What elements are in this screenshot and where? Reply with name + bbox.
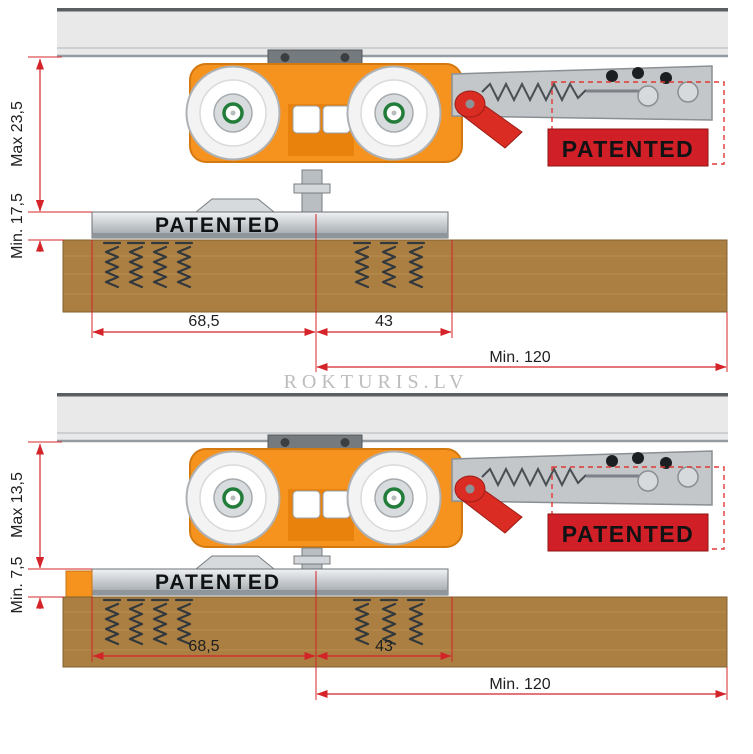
dim-min120-label: Min. 120 <box>489 676 550 693</box>
dim-68-label: 68,5 <box>188 313 219 330</box>
plate-patented-label: PATENTED <box>155 214 281 237</box>
vertical-dimensions: Max 23,5 Min. 17,5 <box>9 56 92 259</box>
vertical-dimensions: Max 13,5 Min. 7,5 <box>9 441 92 613</box>
roller-mechanism <box>57 393 728 551</box>
dim-max-label: Max 23,5 <box>9 101 26 167</box>
door-mounting-plate: PATENTED <box>91 198 449 239</box>
door-mounting-plate: PATENTED <box>91 555 449 596</box>
dim-43-label: 43 <box>375 313 393 330</box>
dim-68-label: 68,5 <box>188 638 219 655</box>
dim-min-label: Min. 7,5 <box>9 556 26 613</box>
horizontal-dimensions: 68,5 43 Min. 120 <box>91 214 728 372</box>
adjuster-spindle <box>293 169 331 215</box>
dim-min-label: Min. 17,5 <box>9 193 26 259</box>
spacer-shim <box>65 570 93 598</box>
adjuster-spindle <box>293 547 331 571</box>
lower-assembly-diagram: PATENTED Max 13,5 Min. 7,5 <box>9 393 728 700</box>
plate-patented-label: PATENTED <box>155 571 281 594</box>
dim-max-label: Max 13,5 <box>9 472 26 538</box>
roller-mechanism <box>57 8 728 166</box>
dim-min120-label: Min. 120 <box>489 349 550 366</box>
dim-43-label: 43 <box>375 638 393 655</box>
watermark: ROKTURIS.LV <box>284 371 469 393</box>
upper-assembly-diagram: PATENTED Max 23,5 Min. 17,5 <box>9 8 728 372</box>
horizontal-dimensions: 68,5 43 Min. 120 <box>91 571 728 700</box>
